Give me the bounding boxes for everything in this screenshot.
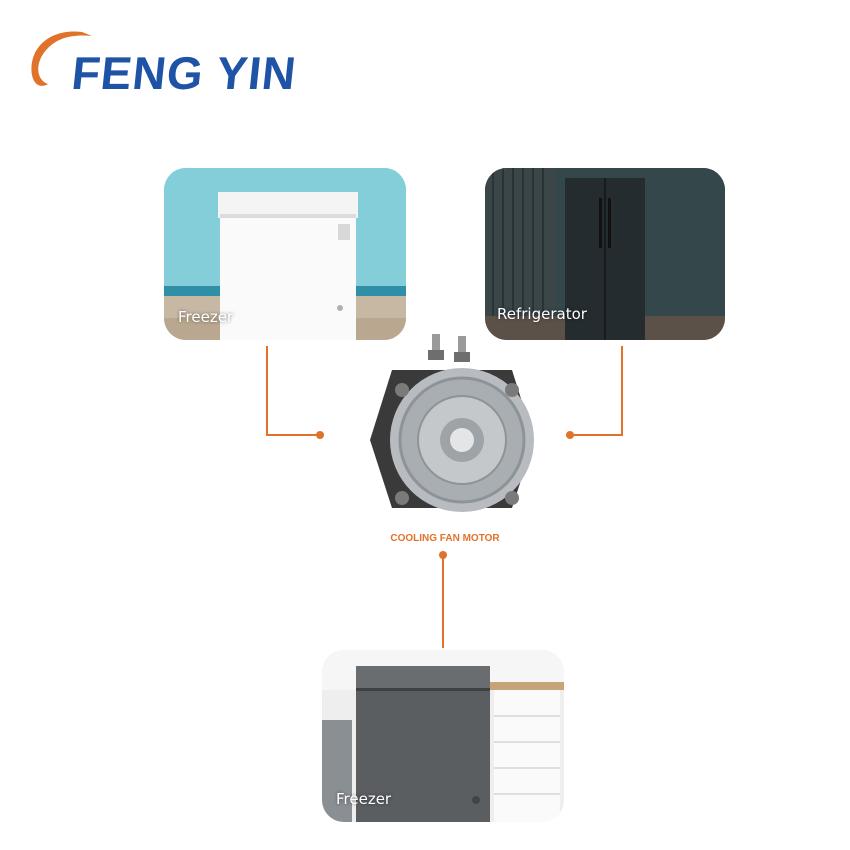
connector-line-right-vertical [621, 346, 623, 436]
refrigerator-label: Refrigerator [497, 305, 587, 323]
connector-line-right-horizontal [570, 434, 623, 436]
chest-freezer-image [164, 168, 406, 340]
brand-name: FENG YIN [69, 47, 300, 99]
freezer-card: Freezer [164, 168, 406, 340]
cooling-fan-motor-label: COOLING FAN MOTOR [390, 533, 500, 544]
freezer-card-bottom: Freezer [322, 650, 564, 822]
connector-line-bottom [442, 556, 444, 648]
brand-logo: FENG YIN [22, 20, 342, 100]
connector-dot-bottom [439, 551, 447, 559]
connector-line-left-vertical [266, 346, 268, 436]
refrigerator-image [485, 168, 725, 340]
connector-line-left-horizontal [266, 434, 320, 436]
freezer-label: Freezer [178, 308, 234, 326]
logo-swoosh-icon [31, 31, 92, 86]
fan-motor-icon [362, 330, 542, 520]
dark-chest-freezer-image [322, 650, 564, 822]
connector-dot-right [566, 431, 574, 439]
refrigerator-card: Refrigerator [485, 168, 725, 340]
connector-dot-left [316, 431, 324, 439]
freezer-label-bottom: Freezer [336, 790, 392, 808]
